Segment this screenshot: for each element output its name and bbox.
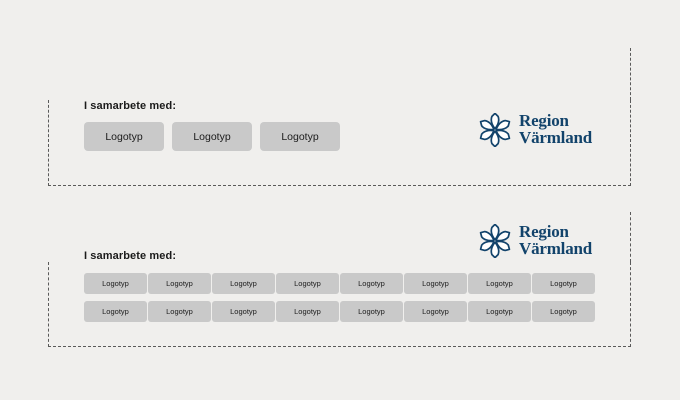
six-petal-flower-icon bbox=[479, 113, 511, 147]
logo-chip[interactable]: Logotyp bbox=[404, 301, 467, 322]
logo-chip[interactable]: Logotyp bbox=[276, 301, 339, 322]
region-varmland-logo: Region Värmland bbox=[478, 224, 592, 258]
logo-chip[interactable]: Logotyp bbox=[532, 273, 595, 294]
bottom-frame-right-riser bbox=[630, 212, 631, 262]
logo-chip[interactable]: Logotyp bbox=[148, 301, 211, 322]
bottom-section-frame bbox=[48, 212, 631, 347]
wordmark-line-2: Värmland bbox=[519, 128, 593, 147]
logo-chip[interactable]: Logotyp bbox=[276, 273, 339, 294]
logo-chip[interactable]: Logotyp bbox=[468, 273, 531, 294]
six-petal-flower-icon bbox=[479, 224, 511, 258]
logo-chip[interactable]: Logotyp bbox=[84, 301, 147, 322]
bottom-section-heading: I samarbete med: bbox=[84, 250, 177, 262]
logo-chip[interactable]: Logotyp bbox=[340, 273, 403, 294]
wordmark-line-2: Värmland bbox=[519, 239, 593, 258]
logo-chip[interactable]: Logotyp bbox=[212, 273, 275, 294]
region-varmland-wordmark: Region Värmland bbox=[519, 113, 592, 146]
top-frame-right-riser bbox=[630, 48, 631, 100]
logo-chip[interactable]: Logotyp bbox=[340, 301, 403, 322]
logo-chip[interactable]: Logotyp bbox=[468, 301, 531, 322]
logo-chip[interactable]: Logotyp bbox=[532, 301, 595, 322]
logo-chip[interactable]: Logotyp bbox=[172, 122, 252, 151]
logo-chip[interactable]: Logotyp bbox=[84, 273, 147, 294]
logo-chip[interactable]: Logotyp bbox=[84, 122, 164, 151]
wordmark-line-1: Region bbox=[519, 111, 569, 131]
logo-chip[interactable]: Logotyp bbox=[260, 122, 340, 151]
logo-chip[interactable]: Logotyp bbox=[148, 273, 211, 294]
region-varmland-wordmark: Region Värmland bbox=[519, 224, 592, 257]
wordmark-line-1: Region bbox=[519, 222, 569, 242]
logo-chip[interactable]: Logotyp bbox=[404, 273, 467, 294]
top-section-heading: I samarbete med: bbox=[84, 100, 177, 112]
top-section-frame bbox=[48, 48, 631, 186]
logo-chip[interactable]: Logotyp bbox=[212, 301, 275, 322]
region-varmland-logo: Region Värmland bbox=[478, 113, 592, 147]
